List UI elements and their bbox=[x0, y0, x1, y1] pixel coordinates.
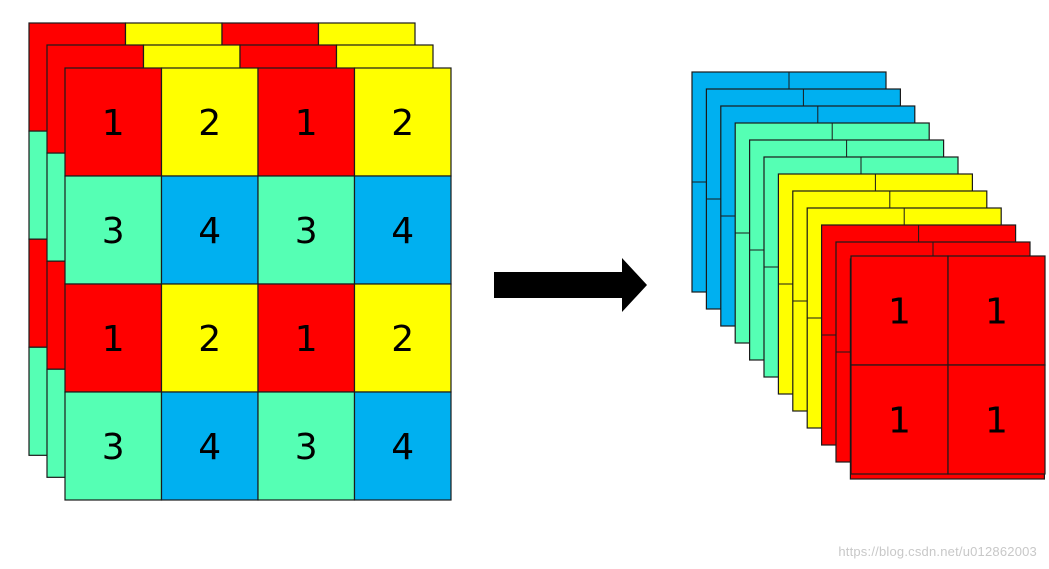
input-front-layer: 1 2 1 2 3 4 3 4 1 2 1 2 3 4 3 4 bbox=[64, 67, 452, 501]
input-cell-label: 3 bbox=[295, 427, 318, 468]
watermark-text: https://blog.csdn.net/u012862003 bbox=[838, 544, 1037, 559]
output-cell-label: 1 bbox=[888, 401, 911, 442]
input-cell-label: 1 bbox=[295, 103, 318, 144]
input-cell bbox=[64, 391, 163, 501]
input-cell-label: 1 bbox=[102, 319, 125, 360]
input-cell-label: 2 bbox=[198, 103, 221, 144]
input-cell-label: 4 bbox=[198, 211, 221, 252]
output-cell bbox=[947, 255, 1046, 366]
input-cell-label: 3 bbox=[295, 211, 318, 252]
input-cell-label: 3 bbox=[102, 427, 125, 468]
input-cell bbox=[353, 175, 452, 285]
input-feature-map-stack: 1 2 1 2 3 4 3 4 1 2 1 2 3 4 3 4 bbox=[28, 22, 452, 501]
output-cell bbox=[947, 364, 1046, 475]
input-cell bbox=[353, 67, 452, 177]
input-cell-label: 4 bbox=[391, 427, 414, 468]
input-cell bbox=[64, 175, 163, 285]
output-cell-label: 1 bbox=[985, 292, 1008, 333]
input-cell-label: 4 bbox=[391, 211, 414, 252]
input-cell-label: 3 bbox=[102, 211, 125, 252]
output-cell-label: 1 bbox=[888, 292, 911, 333]
input-cell-label: 2 bbox=[198, 319, 221, 360]
right-arrow-icon bbox=[494, 258, 647, 312]
input-cell bbox=[353, 391, 452, 501]
input-cell-label: 2 bbox=[391, 103, 414, 144]
input-cell bbox=[257, 175, 356, 285]
input-cell-label: 1 bbox=[295, 319, 318, 360]
output-cell-label: 1 bbox=[985, 401, 1008, 442]
input-cell bbox=[160, 391, 259, 501]
input-cell bbox=[160, 283, 259, 393]
input-cell-label: 2 bbox=[391, 319, 414, 360]
input-cell-label: 4 bbox=[198, 427, 221, 468]
input-cell bbox=[353, 283, 452, 393]
input-cell bbox=[257, 283, 356, 393]
output-front-layer: 1 1 1 1 bbox=[850, 255, 1046, 475]
input-cell bbox=[257, 391, 356, 501]
input-cell-label: 1 bbox=[102, 103, 125, 144]
input-cell bbox=[160, 175, 259, 285]
output-feature-map-stack: 1 1 1 1 bbox=[691, 71, 1046, 480]
input-cell bbox=[257, 67, 356, 177]
